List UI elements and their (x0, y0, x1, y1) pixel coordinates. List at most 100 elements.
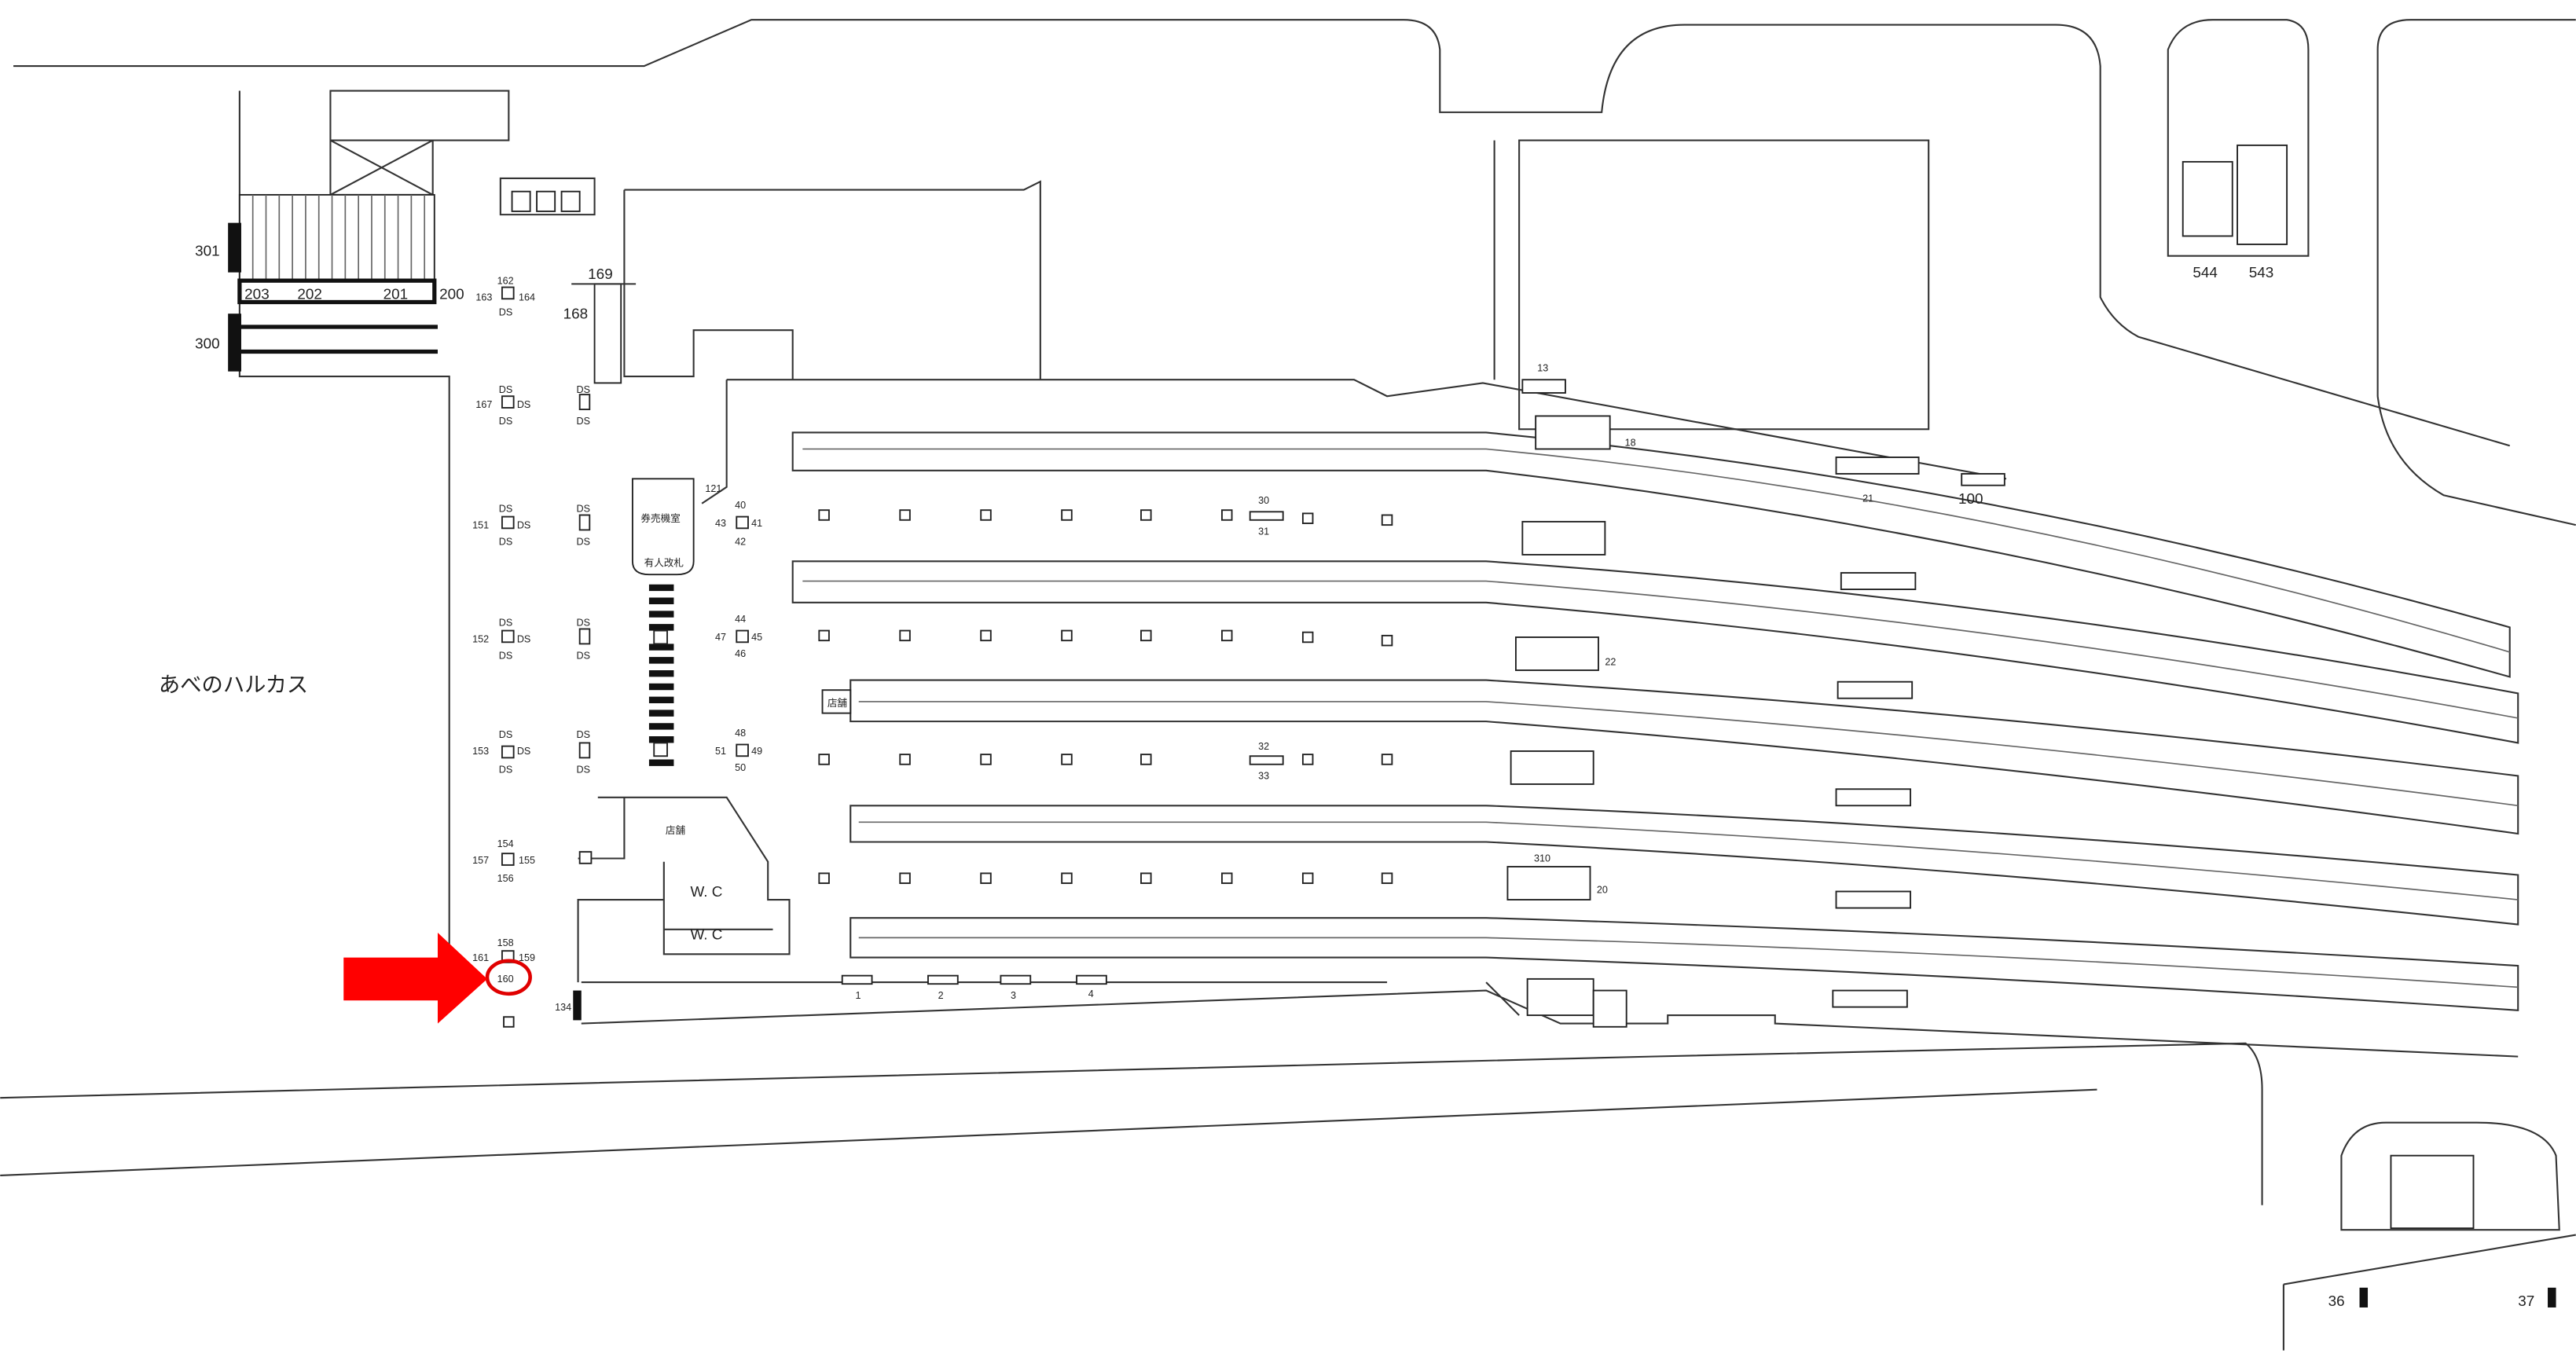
exit-36-37-area (2282, 1234, 2576, 1351)
road-lower (0, 1042, 2263, 1205)
label-20: 20 (1597, 885, 1608, 896)
label-50: 50 (735, 762, 746, 773)
label-ds: DS (499, 617, 513, 628)
label-13: 13 (1537, 363, 1548, 374)
label-51: 51 (715, 746, 726, 757)
label-121: 121 (705, 483, 721, 494)
label-151: 151 (472, 519, 489, 530)
exit-3 (1000, 974, 1032, 985)
ticket-machine-room-label: 券売機室 (640, 512, 680, 524)
label-46: 46 (735, 648, 746, 659)
label-159: 159 (519, 952, 535, 963)
red-arrow-icon (343, 933, 488, 1024)
street-outline-top (13, 19, 2511, 447)
pillars (503, 509, 1393, 1028)
label-41: 41 (751, 518, 762, 529)
label-100: 100 (1958, 491, 1983, 508)
exit-300-marker (228, 314, 241, 372)
label-49: 49 (751, 746, 762, 757)
label-157: 157 (472, 855, 489, 866)
label-36: 36 (2328, 1293, 2345, 1310)
stairs-west (237, 193, 438, 354)
label-200: 200 (439, 286, 464, 303)
label-42: 42 (735, 536, 746, 547)
landmark-abeno-harukas: あべのハルカス (159, 672, 308, 696)
highlight-label-160: 160 (497, 974, 514, 985)
exit-301-marker (228, 222, 241, 273)
manned-gate-label: 有人改札 (644, 558, 684, 569)
label-2: 2 (938, 990, 944, 1001)
label-4: 4 (1088, 988, 1094, 999)
label-47: 47 (715, 632, 726, 643)
shop-label-2: 店舗 (827, 698, 848, 709)
label-ds: DS (499, 764, 513, 775)
exit-stairs-lower-right (2340, 1121, 2560, 1231)
shop-label: 店舗 (666, 825, 686, 836)
exit-2 (927, 974, 959, 985)
label-203: 203 (244, 286, 270, 303)
label-161: 161 (472, 952, 489, 963)
label-ds: DS (576, 617, 590, 628)
kiosk-544 (2182, 160, 2233, 237)
label-ds: DS (576, 416, 590, 427)
label-ds: DS (576, 764, 590, 775)
ticket-room (631, 478, 695, 576)
shop-wc-block (577, 796, 791, 983)
label-168: 168 (563, 306, 589, 322)
label-30: 30 (1258, 495, 1269, 506)
stairs-544-543 (2237, 144, 2288, 245)
label-155: 155 (519, 855, 535, 866)
exit-544-543-outline (2167, 19, 2310, 257)
label-31: 31 (1258, 526, 1269, 537)
ticket-gates (648, 584, 674, 766)
label-45: 45 (751, 632, 762, 643)
exit-134-marker (573, 990, 582, 1021)
label-ds: DS (499, 650, 513, 661)
label-40: 40 (735, 500, 746, 511)
label-1: 1 (856, 990, 861, 1001)
locker-icon (511, 190, 531, 212)
label-ds: DS (499, 384, 513, 395)
exit-36-marker (2359, 1287, 2369, 1307)
label-300: 300 (195, 336, 220, 352)
highlight-circle (485, 959, 532, 996)
label-163: 163 (475, 292, 492, 303)
label-ds: DS (499, 729, 513, 740)
label-301: 301 (195, 244, 220, 260)
label-310: 310 (1534, 853, 1550, 864)
street-outline-right-block (2376, 19, 2576, 526)
kiosk-top (499, 177, 596, 216)
sign-labels: 162 163 164 DS DS 167 DS DS DS DS DS 151… (472, 275, 762, 963)
platform-block-north (1518, 139, 1930, 431)
label-18: 18 (1625, 437, 1636, 448)
exit-1 (841, 974, 873, 985)
label-ds: DS (576, 729, 590, 740)
label-156: 156 (497, 873, 514, 884)
label-ds: DS (499, 416, 513, 427)
label-33: 33 (1258, 771, 1269, 782)
wc-label-2: W. C (690, 926, 722, 943)
label-544: 544 (2193, 265, 2218, 281)
escalator-168 (593, 283, 622, 384)
label-ds: DS (517, 399, 530, 410)
label-44: 44 (735, 614, 746, 625)
label-37: 37 (2518, 1293, 2534, 1310)
label-ds: DS (499, 536, 513, 547)
label-43: 43 (715, 518, 726, 529)
label-152: 152 (472, 633, 489, 644)
locker-icon (536, 190, 556, 212)
label-ds: DS (576, 384, 590, 395)
platform-stairs (1249, 379, 2005, 1028)
concourse-outline (623, 180, 2007, 504)
label-22: 22 (1605, 657, 1616, 668)
label-ds: DS (499, 503, 513, 514)
label-543: 543 (2249, 265, 2274, 281)
label-169: 169 (588, 266, 613, 283)
label-ds: DS (517, 633, 530, 644)
label-ds: DS (576, 503, 590, 514)
exit-37-marker (2548, 1287, 2556, 1307)
sign-clusters (501, 286, 749, 963)
label-ds: DS (517, 519, 530, 530)
wc-label-1: W. C (690, 884, 722, 900)
